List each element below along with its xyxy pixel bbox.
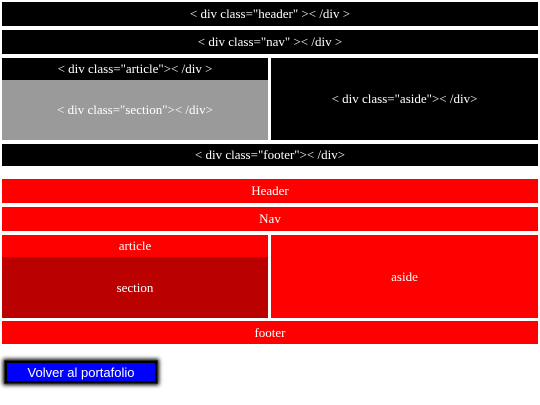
layout-section-label: section [116, 279, 154, 295]
wireframe-section-label: < div class="section">< /div> [57, 102, 213, 117]
wireframe-section-block: < div class="section">< /div> [2, 80, 268, 140]
layout-nav-block: Nav [2, 207, 538, 231]
wireframe-footer-label: < div class="footer">< /div> [194, 147, 346, 162]
layout-header-block: Header [2, 179, 538, 203]
layout-footer-label: footer [254, 324, 286, 340]
layout-article-label: article [118, 238, 152, 253]
wireframe-article-label: < div class="article">< /div > [57, 61, 213, 76]
wireframe-nav-label: < div class="nav" >< /div > [197, 34, 343, 49]
layout-aside-block: aside [271, 235, 538, 318]
layout-header-label: Header [251, 183, 289, 198]
wireframe-footer-block: < div class="footer">< /div> [2, 144, 538, 166]
wireframe-aside-label: < div class="aside">< /div> [331, 91, 478, 106]
layout-aside-label: aside [391, 268, 418, 284]
wireframe-header-label: < div class="header" >< /div > [189, 6, 351, 21]
layout-nav-label: Nav [259, 211, 281, 226]
wireframe-nav-block: < div class="nav" >< /div > [2, 30, 538, 54]
layout-section-block: section [2, 257, 268, 318]
wireframe-header-block: < div class="header" >< /div > [2, 2, 538, 26]
layout-article-block: article [2, 235, 268, 257]
wireframe-aside-block: < div class="aside">< /div> [271, 58, 538, 140]
layout-footer-block: footer [2, 321, 538, 344]
back-to-portfolio-button[interactable]: Volver al portafolio [5, 361, 157, 383]
wireframe-article-block: < div class="article">< /div > [2, 58, 268, 80]
